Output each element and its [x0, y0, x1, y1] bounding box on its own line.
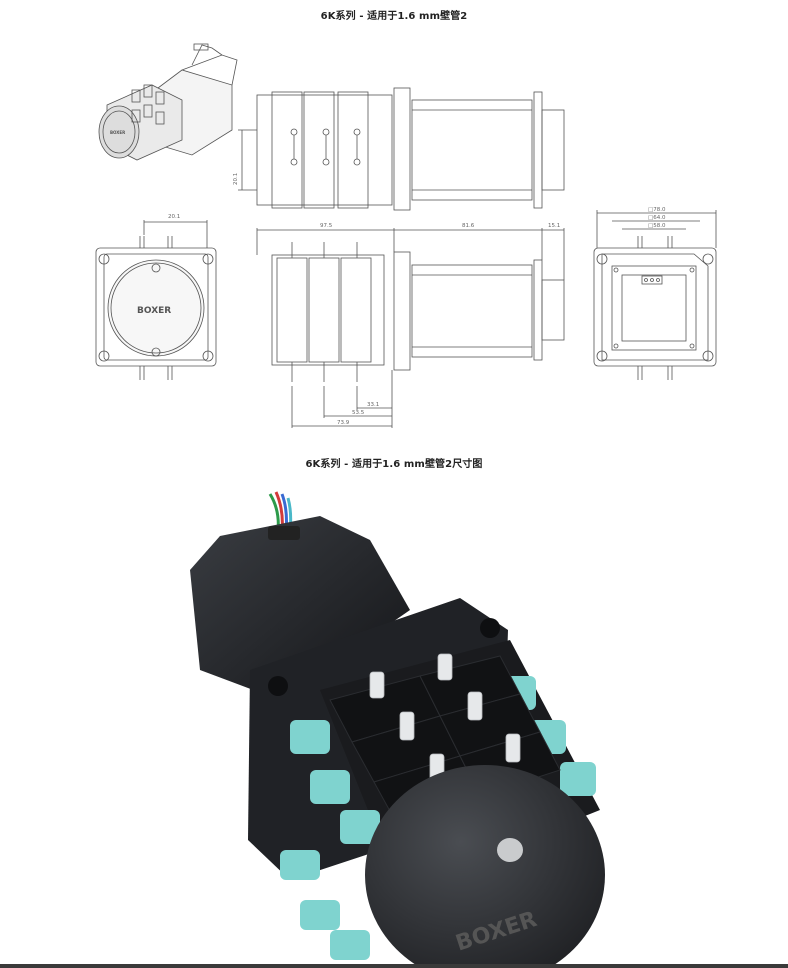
front-view	[95, 220, 217, 380]
dim-sq-inner: □58.0	[648, 223, 666, 229]
dim-length-motor: 81.6	[462, 223, 475, 229]
dim-top-width: 20.1	[168, 214, 180, 220]
rear-view	[593, 210, 717, 380]
technical-drawing: BOXER	[95, 43, 717, 428]
pump-photo: BOXER	[190, 491, 605, 968]
photo-title: 6K系列 - 适用于1.6 mm壁管2尺寸图	[305, 459, 483, 470]
dim-height-side: 20.1	[233, 173, 239, 185]
dim-spacing-3: 73.9	[337, 420, 350, 426]
side-view-top	[238, 87, 565, 211]
drawing-title: 6K系列 - 适用于1.6 mm壁管2	[320, 11, 468, 22]
dim-spacing-1: 33.1	[367, 402, 379, 408]
dim-spacing-2: 53.5	[352, 410, 365, 416]
front-view-logo: BOXER	[137, 306, 171, 316]
dim-sq-outer: □78.0	[648, 207, 666, 213]
dim-sq-mid: □64.0	[648, 215, 666, 221]
iso-logo: BOXER	[110, 130, 125, 135]
bottom-border	[0, 964, 788, 968]
dim-length-end: 15.1	[548, 223, 560, 229]
iso-view: BOXER	[98, 43, 238, 161]
dim-length-head: 97.5	[320, 223, 333, 229]
dimension-labels: 20.1 20.1 97.5 81.6 15.1 □78.0 □64.0 □58…	[137, 173, 666, 426]
side-view-bottom	[256, 228, 565, 428]
